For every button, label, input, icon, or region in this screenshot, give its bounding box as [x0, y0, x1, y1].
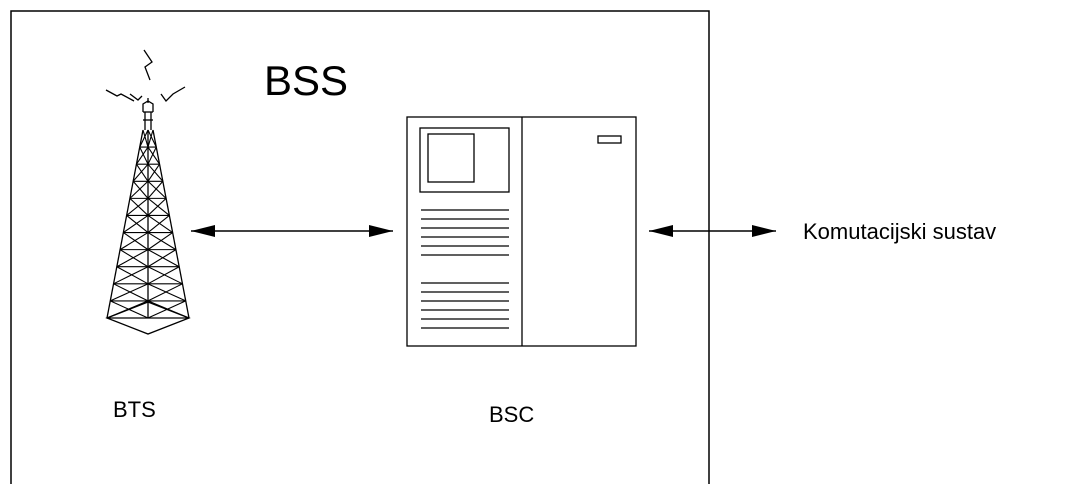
antenna-tower-icon — [105, 49, 191, 335]
cabinet-vents — [421, 209, 509, 329]
bss-boundary — [10, 10, 710, 484]
bsc-label: BSC — [489, 402, 535, 427]
tower-lattice — [106, 129, 190, 319]
radio-signal-icon — [105, 49, 186, 103]
bts-label: BTS — [113, 397, 156, 422]
bss-title: BSS — [264, 57, 349, 104]
switching-system-label: Komutacijski sustav — [803, 219, 997, 244]
server-cabinet-icon — [406, 116, 637, 347]
